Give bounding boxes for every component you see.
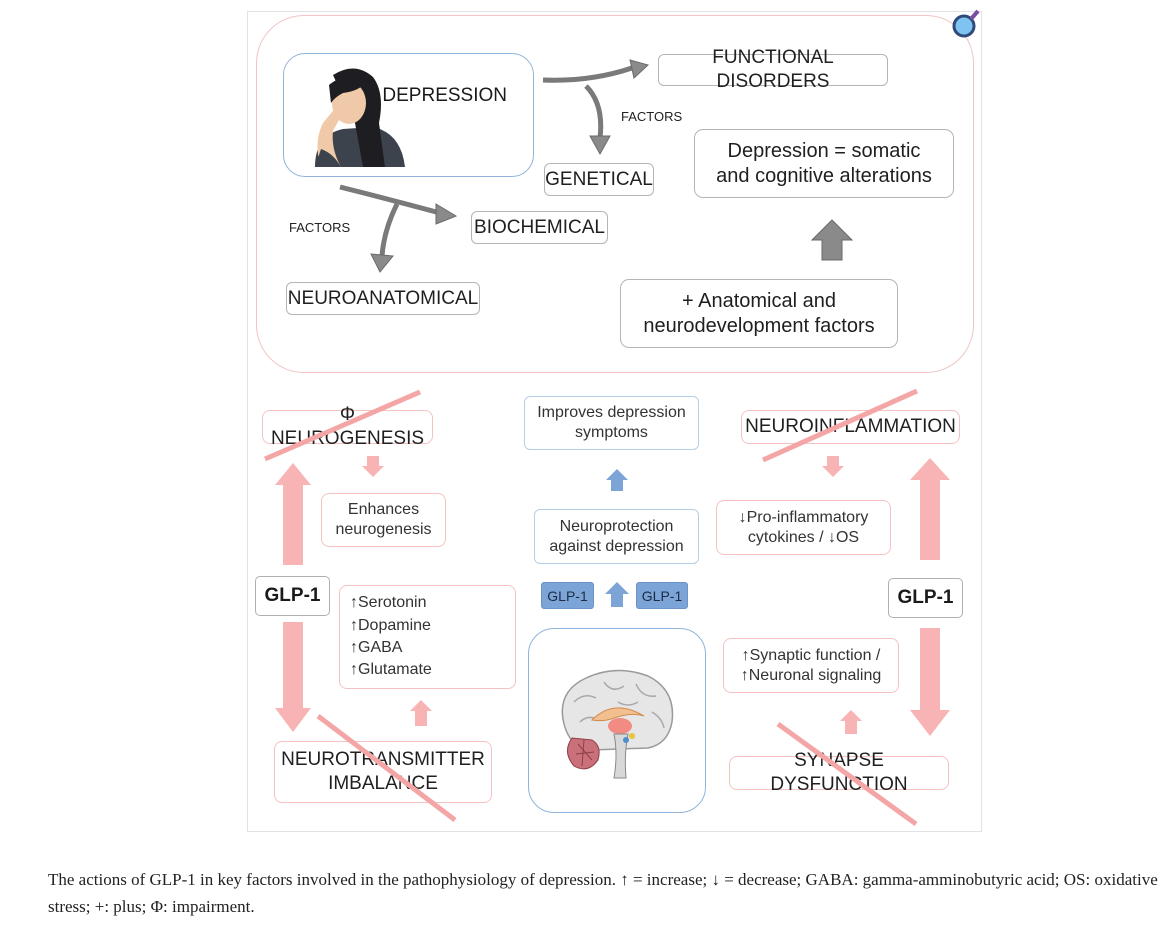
neurogenesis-box: Φ NEUROGENESIS [262,404,433,449]
depression-label: DEPRESSION [382,85,507,106]
depression-overview-panel [256,15,974,373]
strike-neurotransmitter-imbalance [316,714,457,822]
biochemical-label: BIOCHEMICAL [474,216,605,238]
glp1-left-label: GLP-1 [264,585,321,606]
neurotransmitters-label: ↑Serotonin ↑Dopamine ↑GABA ↑Glutamate [350,594,432,679]
depressed-person-illustration [315,68,405,167]
synaptic-function-box: ↑Synaptic function / ↑Neuronal signaling [723,638,899,693]
glp1-center-left-badge: GLP-1 [541,582,594,609]
glp1-right-label: GLP-1 [897,587,954,608]
cytokines-label: ↓Pro-inflammatory cytokines / ↓OS [738,508,869,546]
brain-panel [528,628,706,813]
pink-arrow-up-small-right [840,710,862,734]
strike-neuroinflammation [761,388,919,463]
improves-symptoms-box: Improves depression symptoms [524,396,699,450]
brain-sagittal-illustration [561,669,674,778]
neuroprotection-box: Neuroprotection against depression [534,509,699,564]
pink-arrow-up-small-left [410,700,432,726]
glp1-center-right-label: GLP-1 [641,587,683,604]
figure-caption: The actions of GLP-1 in key factors invo… [48,870,1158,917]
neuroanatomical-box: NEUROANATOMICAL [286,282,480,315]
up-arrow-gray [810,219,854,261]
cytokines-box: ↓Pro-inflammatory cytokines / ↓OS [716,500,891,555]
strike-synapse-dysfunction [776,721,918,827]
curved-arrow-to-neuroanatomical-head [370,253,394,273]
somatic-cognitive-label: Depression = somatic and cognitive alter… [716,139,932,187]
somatic-cognitive-box: Depression = somatic and cognitive alter… [694,129,954,198]
strike-neurogenesis [264,389,421,462]
biochemical-box: BIOCHEMICAL [471,211,608,244]
curved-arrow-to-biochemical-head [435,203,458,225]
pink-arrow-down-small-left [362,456,384,477]
figure-frame [247,11,982,832]
anatomical-factors-label: + Anatomical and neurodevelopment factor… [643,289,875,337]
factors-label-left: FACTORS [289,220,351,235]
pink-arrow-up-left [275,463,311,565]
blue-arrow-up-glp [605,582,629,607]
curved-arrow-to-neuroanatomical [379,202,400,257]
glp1-left-badge: GLP-1 [255,576,330,616]
synapse-dysfunction-box: SYNAPSE DYSFUNCTION [729,750,949,795]
glp1-center-left-label: GLP-1 [547,587,588,604]
genetical-label: GENETICAL [545,168,653,190]
neuroinflammation-box: NEUROINFLAMMATION [741,410,960,444]
curved-arrow-to-functional-head [629,59,649,79]
curved-arrow-to-biochemical [339,184,441,216]
glp1-right-badge: GLP-1 [888,578,963,618]
pink-arrow-up-right [910,458,950,560]
pink-arrow-down-left [275,622,311,732]
pink-arrow-down-right [910,628,950,736]
functional-disorders-label: FUNCTIONAL DISORDERS [712,47,834,92]
factors-label-right: FACTORS [621,109,683,124]
curved-arrow-to-functional [542,65,633,83]
enhances-neurogenesis-label: Enhances neurogenesis [335,501,432,538]
enhances-neurogenesis-box: Enhances neurogenesis [321,493,446,547]
improves-symptoms-label: Improves depression symptoms [537,404,686,441]
functional-disorders-box: FUNCTIONAL DISORDERS [658,47,888,92]
genetical-box: GENETICAL [544,163,654,196]
anatomical-factors-box: + Anatomical and neurodevelopment factor… [620,279,898,348]
neuroanatomical-label: NEUROANATOMICAL [287,287,479,309]
neuroinflammation-label: NEUROINFLAMMATION [745,416,956,438]
magnifier-icon [952,9,980,38]
synapse-dysfunction-label: SYNAPSE DYSFUNCTION [770,750,908,795]
pink-arrow-down-small-right [822,456,844,477]
neuroprotection-label: Neuroprotection against depression [549,517,684,555]
curved-arrow-to-genetical-head [589,135,611,156]
glp1-center-right-badge: GLP-1 [636,582,688,609]
synaptic-function-label: ↑Synaptic function / ↑Neuronal signaling [740,646,882,684]
neurotransmitters-box: ↑Serotonin ↑Dopamine ↑GABA ↑Glutamate [339,585,516,689]
blue-arrow-up-top [606,469,628,491]
curved-arrow-to-genetical [584,84,604,139]
